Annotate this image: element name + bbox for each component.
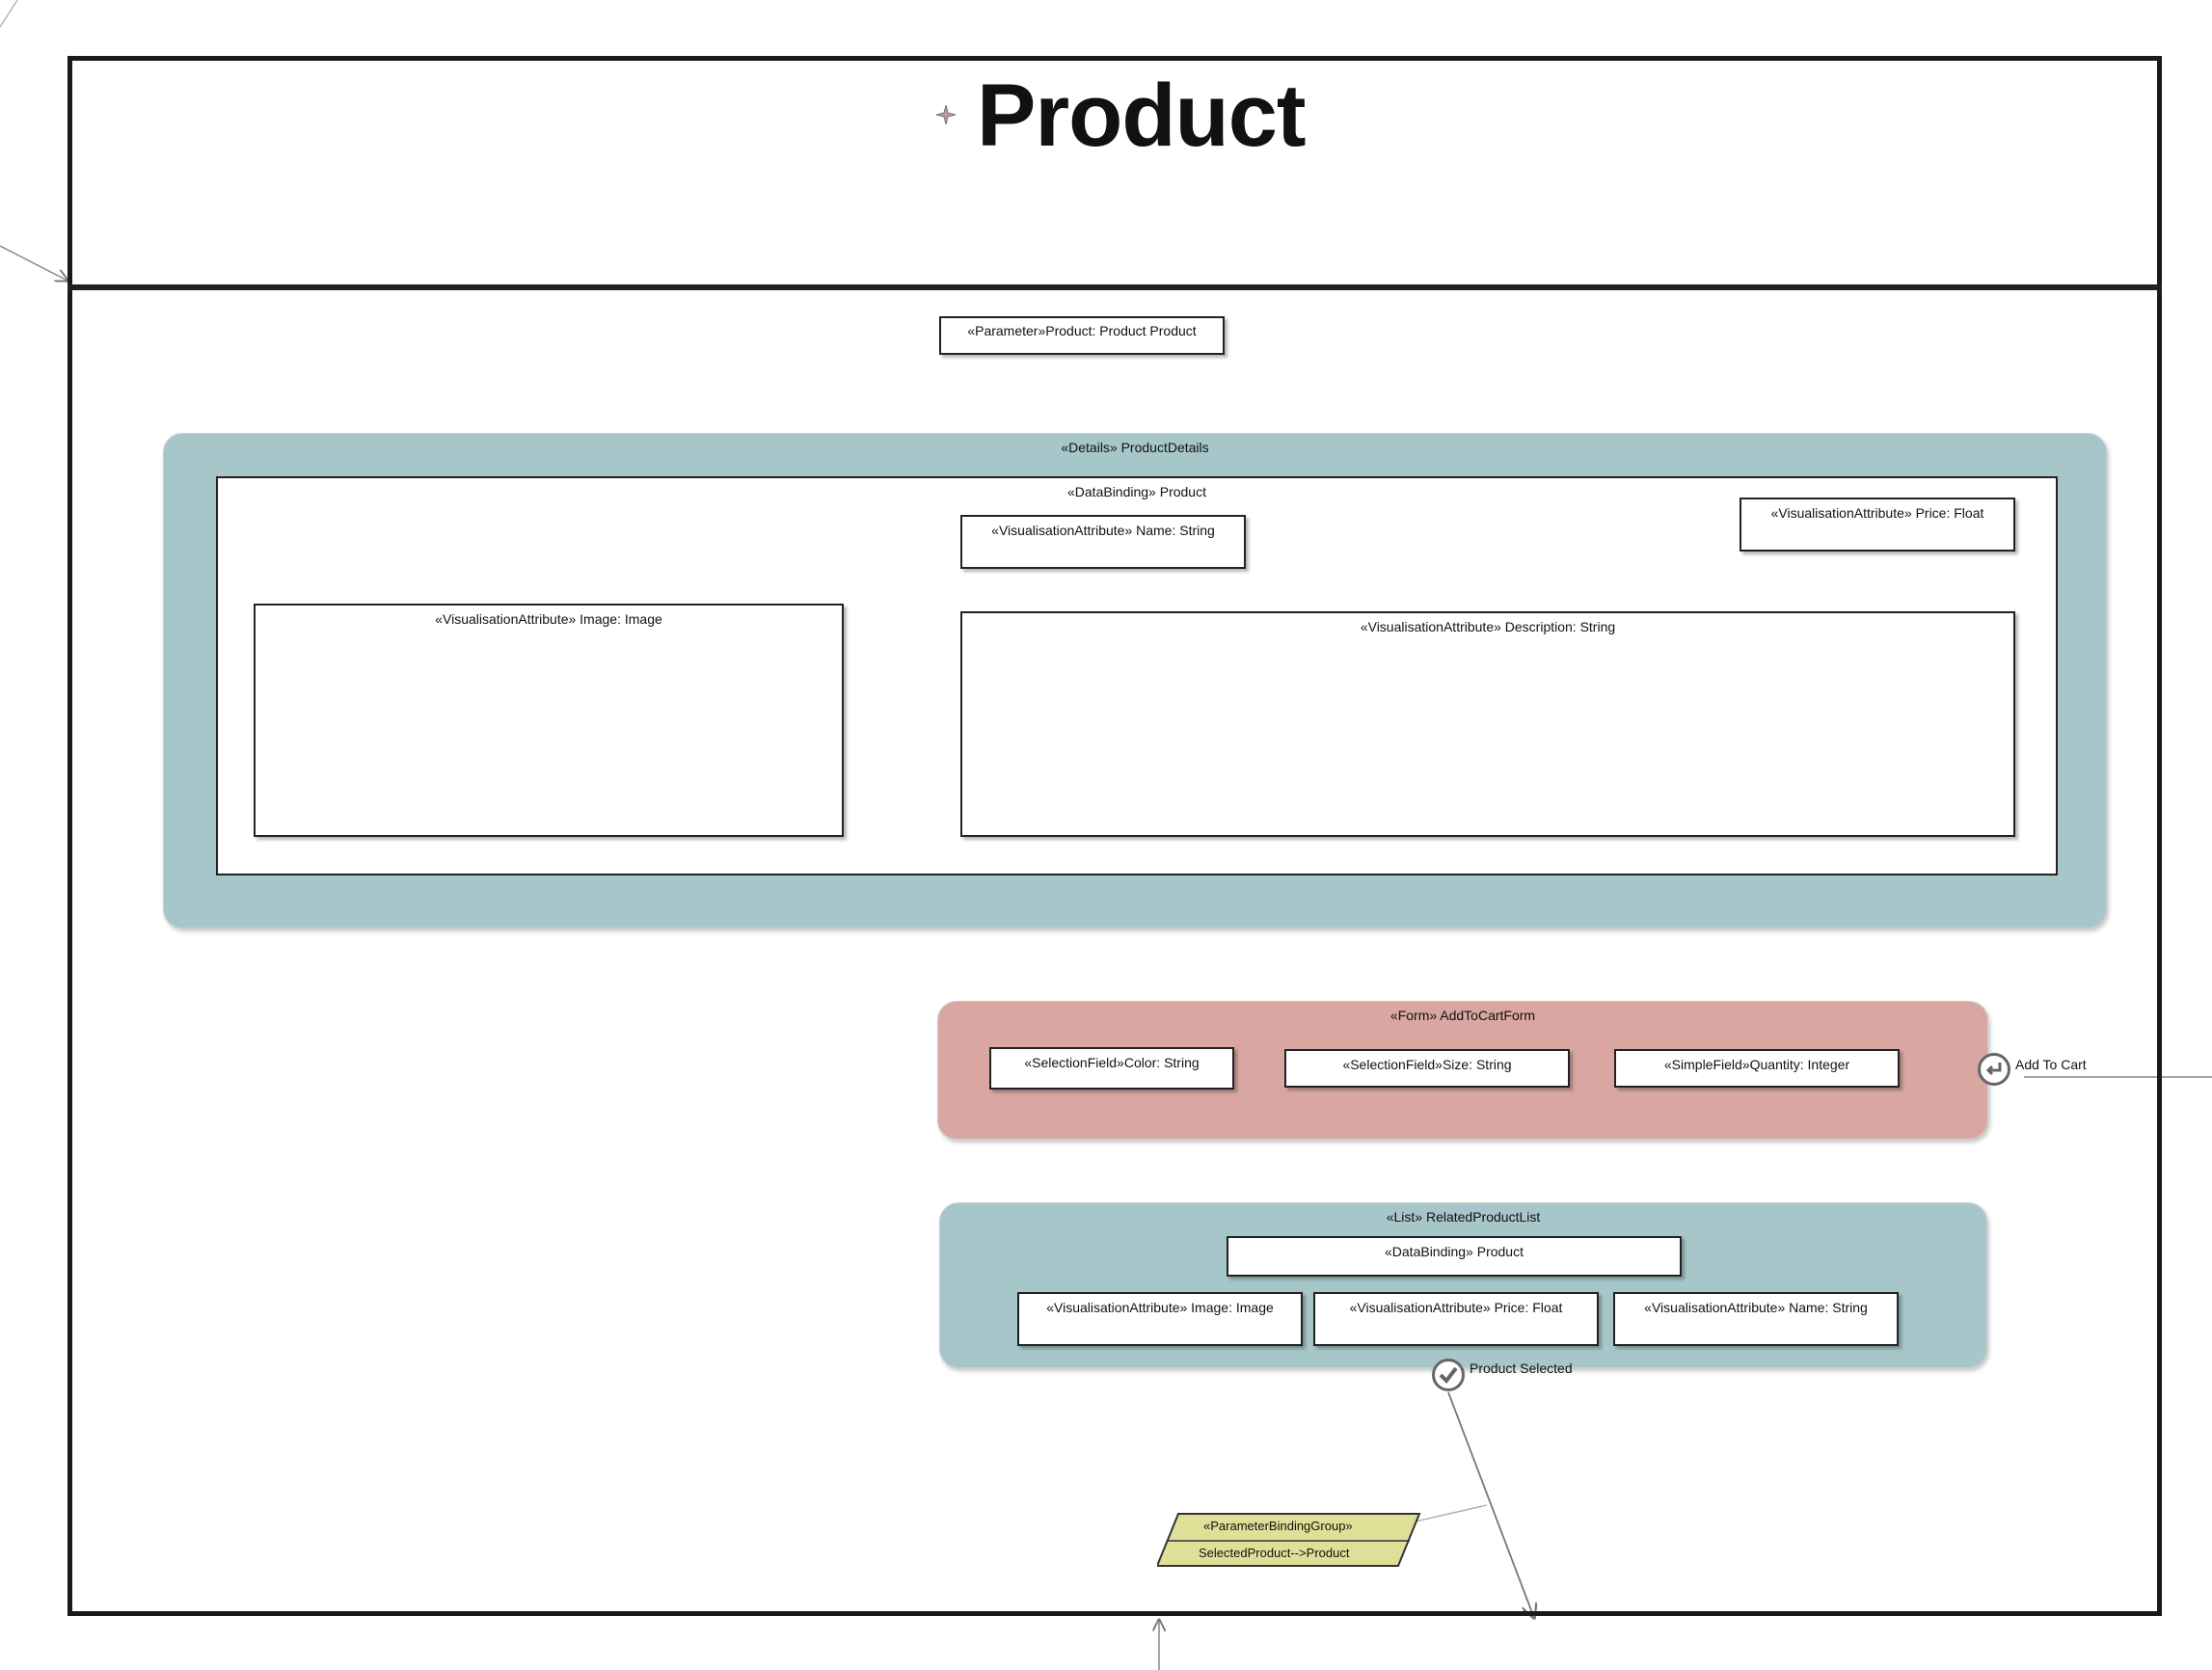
list-databinding-box[interactable]: «DataBinding» Product — [1227, 1236, 1682, 1277]
binding-group-value: SelectedProduct-->Product — [1199, 1546, 1350, 1560]
checkmark-icon[interactable] — [1432, 1359, 1465, 1391]
details-databinding-label: «DataBinding» Product — [1067, 484, 1206, 499]
color-selection-field[interactable]: «SelectionField»Color: String — [989, 1047, 1234, 1090]
details-description-attr[interactable]: «VisualisationAttribute» Description: St… — [960, 611, 2015, 837]
list-name-attr[interactable]: «VisualisationAttribute» Name: String — [1613, 1292, 1899, 1346]
details-name-attr[interactable]: «VisualisationAttribute» Name: String — [960, 515, 1246, 569]
quantity-simple-field[interactable]: «SimpleField»Quantity: Integer — [1614, 1049, 1900, 1088]
sparkle-icon — [935, 104, 957, 125]
details-price-attr-label: «VisualisationAttribute» Price: Float — [1770, 505, 1984, 521]
page-title: Product — [977, 67, 1307, 165]
list-name-attr-label: «VisualisationAttribute» Name: String — [1644, 1300, 1868, 1315]
binding-group-link — [1415, 1504, 1488, 1522]
color-field-label: «SelectionField»Color: String — [1024, 1055, 1200, 1070]
size-field-label: «SelectionField»Size: String — [1342, 1057, 1512, 1072]
list-label: «List» RelatedProductList — [1386, 1209, 1541, 1225]
enter-return-icon[interactable] — [1978, 1053, 2010, 1086]
details-image-attr[interactable]: «VisualisationAttribute» Image: Image — [254, 604, 844, 837]
details-name-attr-label: «VisualisationAttribute» Name: String — [991, 523, 1215, 538]
corner-connector — [0, 0, 18, 28]
list-price-attr[interactable]: «VisualisationAttribute» Price: Float — [1313, 1292, 1599, 1346]
parameter-binding-group-shape[interactable] — [1157, 1512, 1423, 1570]
size-selection-field[interactable]: «SelectionField»Size: String — [1284, 1049, 1570, 1088]
page-title-group: Product — [926, 63, 1331, 169]
details-label: «Details» ProductDetails — [1061, 440, 1209, 455]
list-image-attr-label: «VisualisationAttribute» Image: Image — [1046, 1300, 1274, 1315]
list-price-attr-label: «VisualisationAttribute» Price: Float — [1349, 1300, 1563, 1315]
parameter-label: «Parameter»Product: Product Product — [967, 323, 1197, 338]
list-image-attr[interactable]: «VisualisationAttribute» Image: Image — [1017, 1292, 1303, 1346]
details-description-attr-label: «VisualisationAttribute» Description: St… — [1360, 619, 1616, 634]
product-selected-connector — [1447, 1391, 1534, 1618]
add-to-cart-label: Add To Cart — [2015, 1057, 2087, 1072]
page-frame — [67, 56, 2162, 1616]
product-selected-label: Product Selected — [1470, 1360, 1573, 1376]
parameter-box[interactable]: «Parameter»Product: Product Product — [939, 316, 1225, 355]
details-image-attr-label: «VisualisationAttribute» Image: Image — [435, 611, 662, 627]
title-separator — [67, 284, 2162, 290]
quantity-field-label: «SimpleField»Quantity: Integer — [1663, 1057, 1850, 1072]
list-databinding-label: «DataBinding» Product — [1385, 1244, 1524, 1259]
incoming-connector — [0, 245, 67, 281]
form-label: «Form» AddToCartForm — [1389, 1008, 1536, 1023]
binding-group-stereotype: «ParameterBindingGroup» — [1203, 1519, 1353, 1533]
details-price-attr[interactable]: «VisualisationAttribute» Price: Float — [1740, 498, 2015, 552]
